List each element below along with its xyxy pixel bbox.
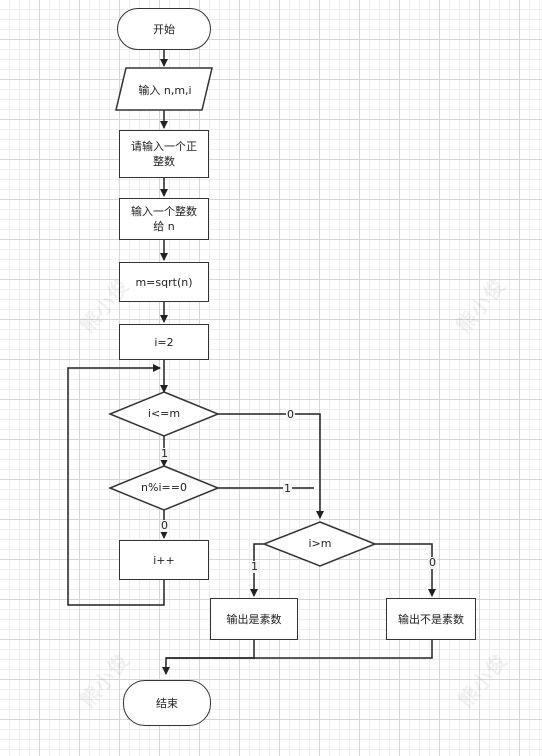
start-label: 开始: [153, 22, 175, 36]
decision-loop: [108, 391, 220, 437]
output-not-prime-box: 输出不是素数: [386, 598, 476, 640]
prompt-box: 请输入一个正 整数: [119, 130, 209, 178]
edge-final-false: [375, 543, 436, 597]
assign-m-box: m=sqrt(n): [119, 262, 209, 302]
output-prime-box: 输出是素数: [210, 598, 298, 640]
edge-notprime-end: [166, 640, 433, 659]
init-i-box: i=2: [119, 324, 209, 360]
edge-label-mod-false: 0: [160, 519, 169, 532]
end-terminal: 结束: [123, 680, 211, 726]
input-label: 输入 n,m,i: [138, 84, 192, 97]
assign-n-label: 输入一个整数 给 n: [131, 205, 197, 233]
output-prime-label: 输出是素数: [226, 612, 282, 626]
edge-inc-back: [67, 364, 165, 606]
end-label: 结束: [156, 696, 178, 710]
cond-final-label: i>m: [308, 537, 332, 550]
input-shape: [115, 67, 213, 111]
edge-final-true: [250, 543, 264, 597]
edge-label-loop-true: 1: [160, 447, 169, 460]
edge-loop-false: [218, 413, 324, 519]
edge-prime-end: [162, 640, 255, 675]
cond-mod-label: n%i==0: [141, 481, 187, 494]
increment-label: i++: [153, 553, 175, 567]
decision-mod: [108, 465, 220, 511]
init-i-label: i=2: [154, 335, 174, 349]
output-not-prime-label: 输出不是素数: [398, 612, 464, 626]
cond-loop-label: i<=m: [147, 407, 181, 420]
prompt-label: 请输入一个正 整数: [131, 140, 197, 168]
edge-label-loop-false: 0: [286, 408, 295, 421]
edge-label-mod-true: 1: [283, 482, 292, 495]
assign-n-box: 输入一个整数 给 n: [119, 198, 209, 240]
start-terminal: 开始: [117, 8, 211, 50]
decision-final: [261, 521, 378, 567]
increment-box: i++: [119, 540, 209, 580]
edge-label-final-false: 0: [428, 556, 437, 569]
edge-label-final-true: 1: [250, 560, 259, 573]
assign-m-label: m=sqrt(n): [135, 275, 193, 289]
